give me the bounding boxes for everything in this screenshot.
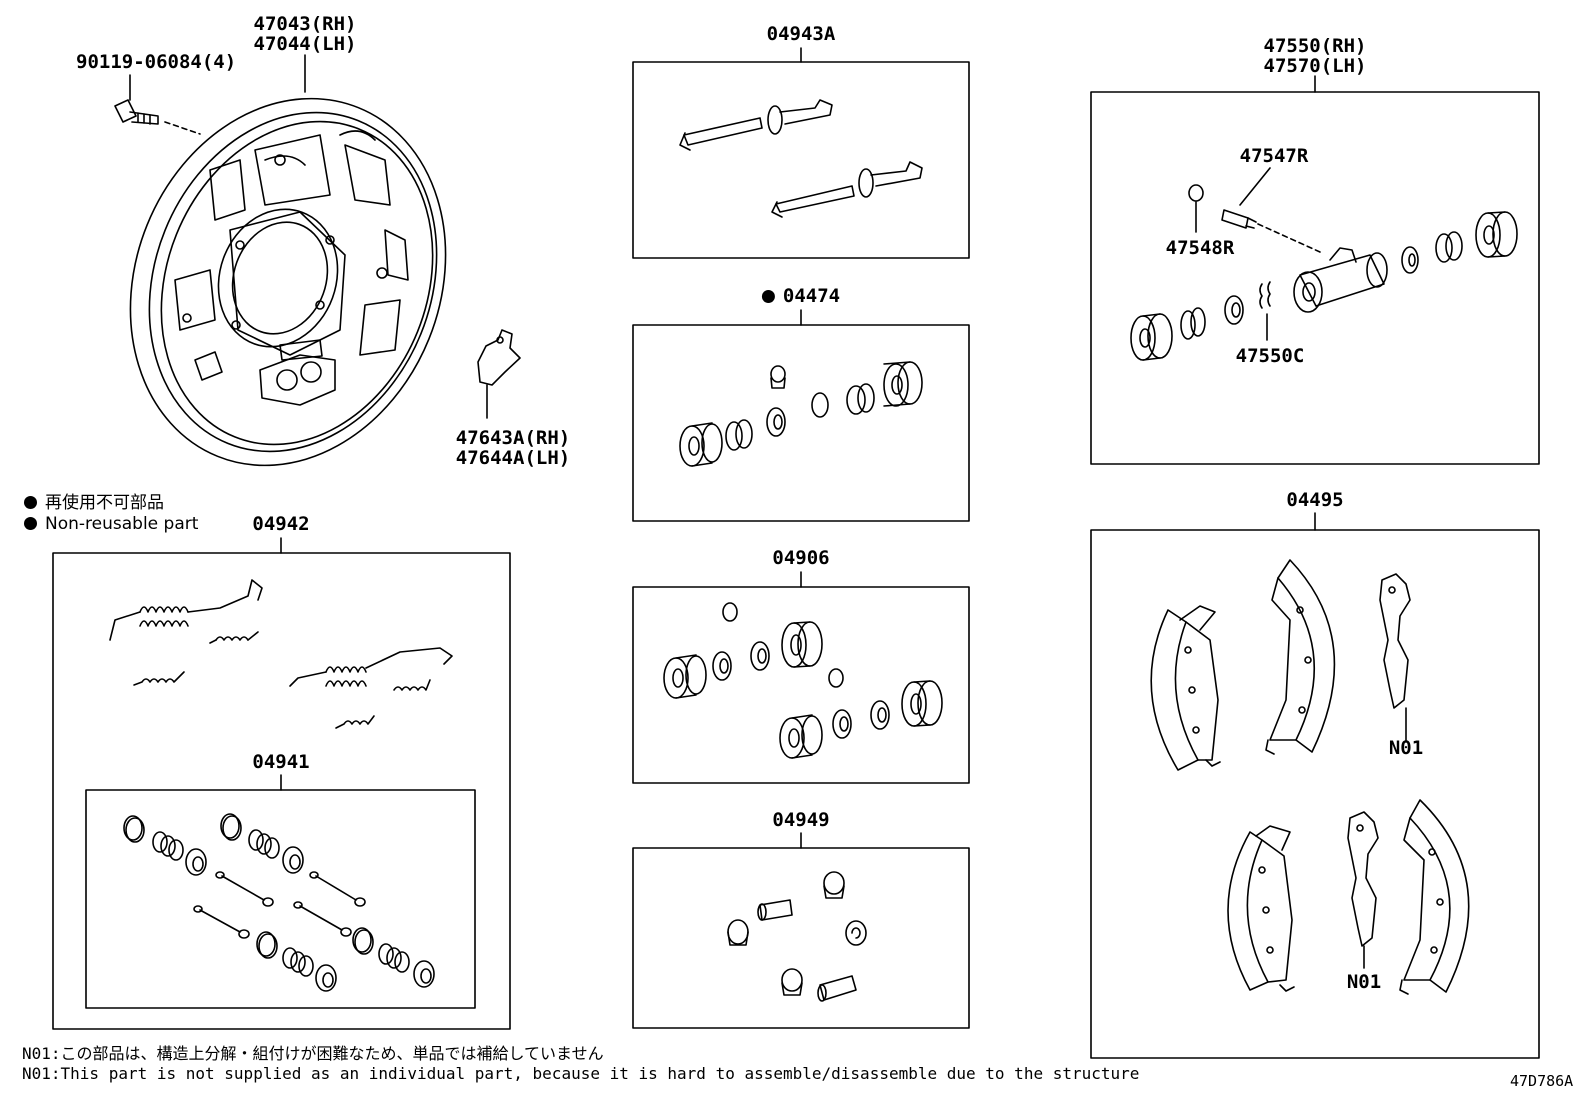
backing-plate-rh: 47043(RH): [253, 13, 357, 35]
spring-kit-label: 04942: [252, 513, 310, 535]
adjuster-drawing: [679, 99, 923, 218]
backing-plate-label: 47043(RH) 47044(LH): [254, 14, 357, 54]
repair-kit-box: [632, 847, 970, 1029]
cup-kit-box: [632, 324, 970, 522]
lever-lower-label: N01: [1346, 971, 1382, 993]
bolt-label: 90119-06084(4): [76, 51, 237, 73]
non-reusable-marker: [761, 290, 775, 303]
cup-kit-drawing: [679, 361, 923, 467]
note-jp: N01:この部品は、構造上分解・組付けが困難なため、単品では補給していません: [22, 1044, 604, 1063]
bracket-drawing: [477, 329, 521, 386]
wheel-cylinder-lh: 47570(LH): [1263, 55, 1367, 77]
cylinder-kit-label: 04906: [772, 547, 830, 569]
shoe-set-box: [1090, 529, 1540, 1059]
lever-upper-label: N01: [1388, 737, 1424, 759]
wheel-cylinder-label: 47550(RH) 47570(LH): [1264, 36, 1367, 76]
wheel-cylinder-rh: 47550(RH): [1263, 35, 1367, 57]
backing-plate-drawing: [129, 97, 447, 467]
pin-kit-box: [85, 789, 476, 1009]
legend-jp: 再使用不可部品: [24, 488, 164, 513]
backing-plate-lh: 47044(LH): [253, 33, 357, 55]
bracket-label: 47643A(RH) 47644A(LH): [456, 428, 570, 468]
cylinder-kit-drawing: [663, 602, 943, 759]
shoe-drawing: [1150, 559, 1470, 995]
bleeder-plug-label: 47547R: [1239, 145, 1309, 167]
cylinder-kit-box: [632, 586, 970, 784]
note-en: N01:This part is not supplied as an indi…: [22, 1064, 1140, 1083]
legend-en-text: Non-reusable part: [45, 514, 199, 534]
spring-kit-box: [52, 552, 511, 1030]
repair-kit-label: 04949: [772, 809, 830, 831]
legend-dot-en: [24, 517, 37, 530]
bleeder-cap-label: 47548R: [1165, 237, 1235, 259]
pin-kit-drawing: [123, 813, 435, 992]
cup-kit-label: 04474: [761, 285, 841, 307]
cup-kit-number: 04474: [782, 285, 841, 307]
cup-spring-label: 47550C: [1235, 345, 1305, 367]
bolt-dashed-line: [164, 121, 201, 135]
wheel-cylinder-box: [1090, 91, 1540, 465]
legend-dot-jp: [24, 496, 37, 509]
pin-kit-label: 04941: [252, 751, 310, 773]
repair-kit-drawing: [727, 871, 867, 1002]
legend-jp-text: 再使用不可部品: [45, 493, 164, 513]
adjuster-kit-box: [632, 61, 970, 259]
legend-en: Non-reusable part: [24, 514, 198, 534]
bolt-drawing: [114, 99, 159, 125]
adjuster-kit-label: 04943A: [766, 23, 836, 45]
spring-drawing: [109, 579, 453, 729]
bracket-lh: 47644A(LH): [455, 447, 571, 469]
shoe-set-label: 04495: [1286, 489, 1344, 511]
bracket-rh: 47643A(RH): [455, 427, 571, 449]
wheel-cylinder-drawing: [1130, 184, 1518, 361]
bleeder-plug-leader: [1239, 167, 1271, 206]
diagram-id: 47D786A: [1510, 1072, 1574, 1090]
